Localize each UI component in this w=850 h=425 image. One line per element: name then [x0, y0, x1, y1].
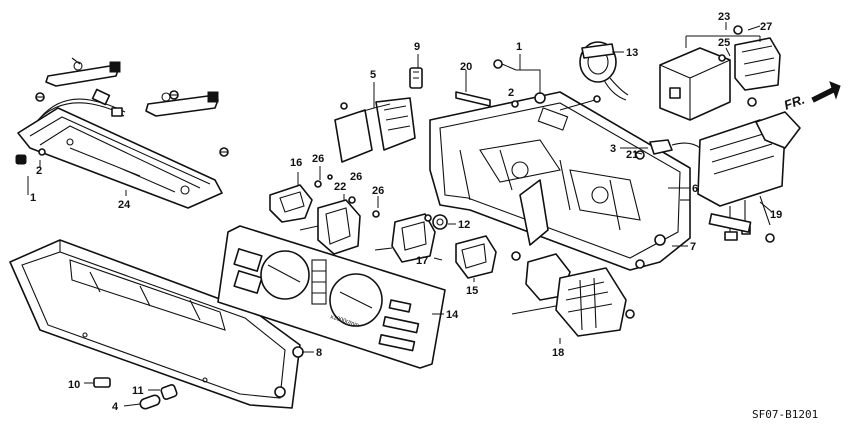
callout-27: 27	[760, 21, 772, 33]
part-12-washer	[424, 214, 448, 230]
callout-6: 6	[692, 183, 698, 195]
callout-labels: 1 2 24 16 26 22 26 26 5 9 20 1 2 13 23 2…	[30, 11, 782, 413]
callout-24: 24	[118, 199, 131, 211]
part-20-strip	[455, 91, 491, 107]
rod-part	[559, 95, 601, 111]
callout-5: 5	[370, 69, 376, 81]
part-23-control-unit	[659, 25, 781, 121]
callout-26-b: 26	[350, 171, 362, 183]
part-10-bulb	[93, 377, 111, 388]
callout-14: 14	[446, 309, 459, 321]
callout-2-left: 2	[36, 165, 42, 177]
callout-11: 11	[132, 385, 144, 397]
screw-top-2	[534, 92, 546, 104]
part-18-meter-assembly	[511, 251, 635, 337]
part-7-instrument-case	[429, 91, 691, 271]
mounting-bracket-right	[145, 91, 219, 117]
part-11-socket	[160, 384, 178, 400]
part-5-connector	[334, 97, 416, 163]
callout-9: 9	[414, 41, 420, 53]
part-8-front-bezel	[9, 239, 304, 409]
callout-22: 22	[334, 181, 346, 193]
part-4-bulb	[139, 394, 161, 410]
part-19-printed-circuit	[697, 111, 801, 243]
part-14-gauge-face: x1000r/min	[217, 225, 446, 369]
part-13-buzzer	[579, 41, 629, 101]
screw-top-1	[493, 59, 503, 69]
screw-left-3	[219, 147, 229, 157]
leader-lines	[27, 22, 773, 407]
part-22-switch	[299, 199, 361, 255]
part-9-bulb-holder	[409, 67, 423, 89]
callout-15: 15	[466, 285, 478, 297]
callout-19: 19	[770, 209, 782, 221]
callout-13: 13	[626, 47, 638, 59]
callout-1-top: 1	[516, 41, 522, 53]
screw-top-3	[511, 100, 519, 108]
callout-3: 3	[610, 143, 616, 155]
callout-26-c: 26	[372, 185, 384, 197]
callout-2-top: 2	[508, 87, 514, 99]
diagram-code: SF07-B1201	[752, 408, 818, 421]
callout-25: 25	[718, 37, 730, 49]
part-16-switch	[269, 184, 313, 223]
callout-26-a: 26	[312, 153, 324, 165]
part-15-switch	[455, 235, 497, 279]
callout-23: 23	[718, 11, 730, 23]
callout-1-left: 1	[30, 192, 36, 204]
callout-7: 7	[690, 241, 696, 253]
screws-26	[314, 174, 380, 218]
callout-16: 16	[290, 157, 302, 169]
part-17-switch	[374, 213, 436, 263]
part-24-upper-panel	[17, 88, 223, 209]
callout-17: 17	[416, 255, 428, 267]
callout-18: 18	[552, 347, 564, 359]
screw-left-2	[169, 90, 179, 100]
clip-left	[15, 148, 46, 165]
mounting-bracket-left	[45, 57, 121, 87]
callout-21: 21	[626, 149, 638, 161]
front-direction-arrow: FR.	[782, 81, 841, 113]
screw-left-1	[35, 92, 45, 102]
direction-label: FR.	[782, 92, 807, 113]
callout-8: 8	[316, 347, 322, 359]
callout-10: 10	[68, 379, 80, 391]
callout-4: 4	[112, 401, 119, 413]
callout-12: 12	[458, 219, 470, 231]
callout-20: 20	[460, 61, 472, 73]
